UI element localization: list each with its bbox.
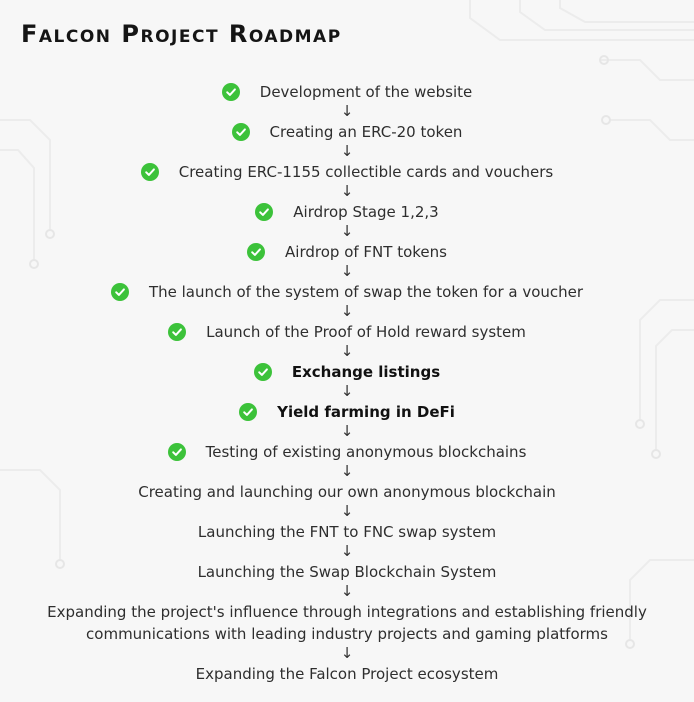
roadmap-step-label: Creating ERC-1155 collectible cards and … <box>178 163 554 181</box>
roadmap-step-14: Expanding the project's influence throug… <box>0 600 694 662</box>
roadmap-step-15: Expanding the Falcon Project ecosystem <box>0 662 694 702</box>
down-arrow-icon: ↓ <box>340 182 354 200</box>
roadmap-step-13: Launching the Swap Blockchain System ↓ <box>0 560 694 600</box>
check-icon <box>231 123 250 141</box>
roadmap-step-9: Yield farming in DeFi ↓ <box>0 400 694 440</box>
check-icon <box>140 163 159 181</box>
roadmap-step-label: Launching the Swap Blockchain System <box>197 563 497 581</box>
down-arrow-icon: ↓ <box>340 462 354 480</box>
check-icon <box>167 443 186 461</box>
down-arrow-icon: ↓ <box>340 502 354 520</box>
roadmap-step-row: Expanding the Falcon Project ecosystem <box>0 662 694 686</box>
down-arrow-icon: ↓ <box>340 382 354 400</box>
roadmap-step-2: Creating an ERC-20 token ↓ <box>0 120 694 160</box>
down-arrow-icon: ↓ <box>340 422 354 440</box>
roadmap-step-label: Launching the FNT to FNC swap system <box>197 523 497 541</box>
roadmap-step-8: Exchange listings ↓ <box>0 360 694 400</box>
roadmap-step-label: Testing of existing anonymous blockchain… <box>205 443 527 461</box>
roadmap-step-row: Testing of existing anonymous blockchain… <box>0 440 694 464</box>
down-arrow-icon: ↓ <box>340 142 354 160</box>
check-icon <box>239 403 258 421</box>
page-title: Falcon Project Roadmap <box>21 20 342 48</box>
down-arrow-icon: ↓ <box>340 262 354 280</box>
roadmap-step-row: Creating and launching our own anonymous… <box>0 480 694 504</box>
roadmap-step-label: The launch of the system of swap the tok… <box>148 283 584 301</box>
roadmap-step-row: The launch of the system of swap the tok… <box>0 280 694 304</box>
check-icon <box>253 363 272 381</box>
roadmap-step-10: Testing of existing anonymous blockchain… <box>0 440 694 480</box>
roadmap-step-label: Creating an ERC-20 token <box>269 123 463 141</box>
roadmap-step-row: Creating ERC-1155 collectible cards and … <box>0 160 694 184</box>
down-arrow-icon: ↓ <box>340 644 354 662</box>
roadmap-step-row: Launch of the Proof of Hold reward syste… <box>0 320 694 344</box>
roadmap-step-label: Development of the website <box>259 83 473 101</box>
roadmap-step-7: Launch of the Proof of Hold reward syste… <box>0 320 694 360</box>
roadmap-step-label: Airdrop Stage 1,2,3 <box>293 203 439 221</box>
roadmap-step-row: Launching the FNT to FNC swap system <box>0 520 694 544</box>
down-arrow-icon: ↓ <box>340 342 354 360</box>
roadmap-step-label: Launch of the Proof of Hold reward syste… <box>206 323 526 341</box>
down-arrow-icon: ↓ <box>340 582 354 600</box>
roadmap-step-label: Expanding the project's influence throug… <box>47 603 647 643</box>
roadmap-step-row: Exchange listings <box>0 360 694 384</box>
roadmap-step-row: Launching the Swap Blockchain System <box>0 560 694 584</box>
roadmap-step-label: Yield farming in DeFi <box>277 403 455 421</box>
roadmap-step-1: Development of the website ↓ <box>0 80 694 120</box>
check-icon <box>110 283 129 301</box>
roadmap-step-label: Expanding the Falcon Project ecosystem <box>195 665 499 683</box>
roadmap-step-5: Airdrop of FNT tokens ↓ <box>0 240 694 280</box>
down-arrow-icon: ↓ <box>340 302 354 320</box>
roadmap-step-row: Airdrop Stage 1,2,3 <box>0 200 694 224</box>
roadmap-list: Development of the website ↓ Creating an… <box>0 80 694 702</box>
check-icon <box>255 203 274 221</box>
down-arrow-icon: ↓ <box>340 222 354 240</box>
roadmap-step-4: Airdrop Stage 1,2,3 ↓ <box>0 200 694 240</box>
roadmap-step-row: Creating an ERC-20 token <box>0 120 694 144</box>
roadmap-step-12: Launching the FNT to FNC swap system ↓ <box>0 520 694 560</box>
check-icon <box>221 83 240 101</box>
check-icon <box>247 243 266 261</box>
check-icon <box>168 323 187 341</box>
roadmap-step-row: Airdrop of FNT tokens <box>0 240 694 264</box>
roadmap-step-row: Yield farming in DeFi <box>0 400 694 424</box>
roadmap-step-6: The launch of the system of swap the tok… <box>0 280 694 320</box>
roadmap-step-row: Development of the website <box>0 80 694 104</box>
down-arrow-icon: ↓ <box>340 542 354 560</box>
roadmap-step-label: Airdrop of FNT tokens <box>285 243 447 261</box>
roadmap-step-row: Expanding the project's influence throug… <box>0 600 694 646</box>
roadmap-step-label: Exchange listings <box>291 363 441 381</box>
roadmap-step-3: Creating ERC-1155 collectible cards and … <box>0 160 694 200</box>
down-arrow-icon: ↓ <box>340 102 354 120</box>
roadmap-step-11: Creating and launching our own anonymous… <box>0 480 694 520</box>
roadmap-step-label: Creating and launching our own anonymous… <box>138 483 556 501</box>
